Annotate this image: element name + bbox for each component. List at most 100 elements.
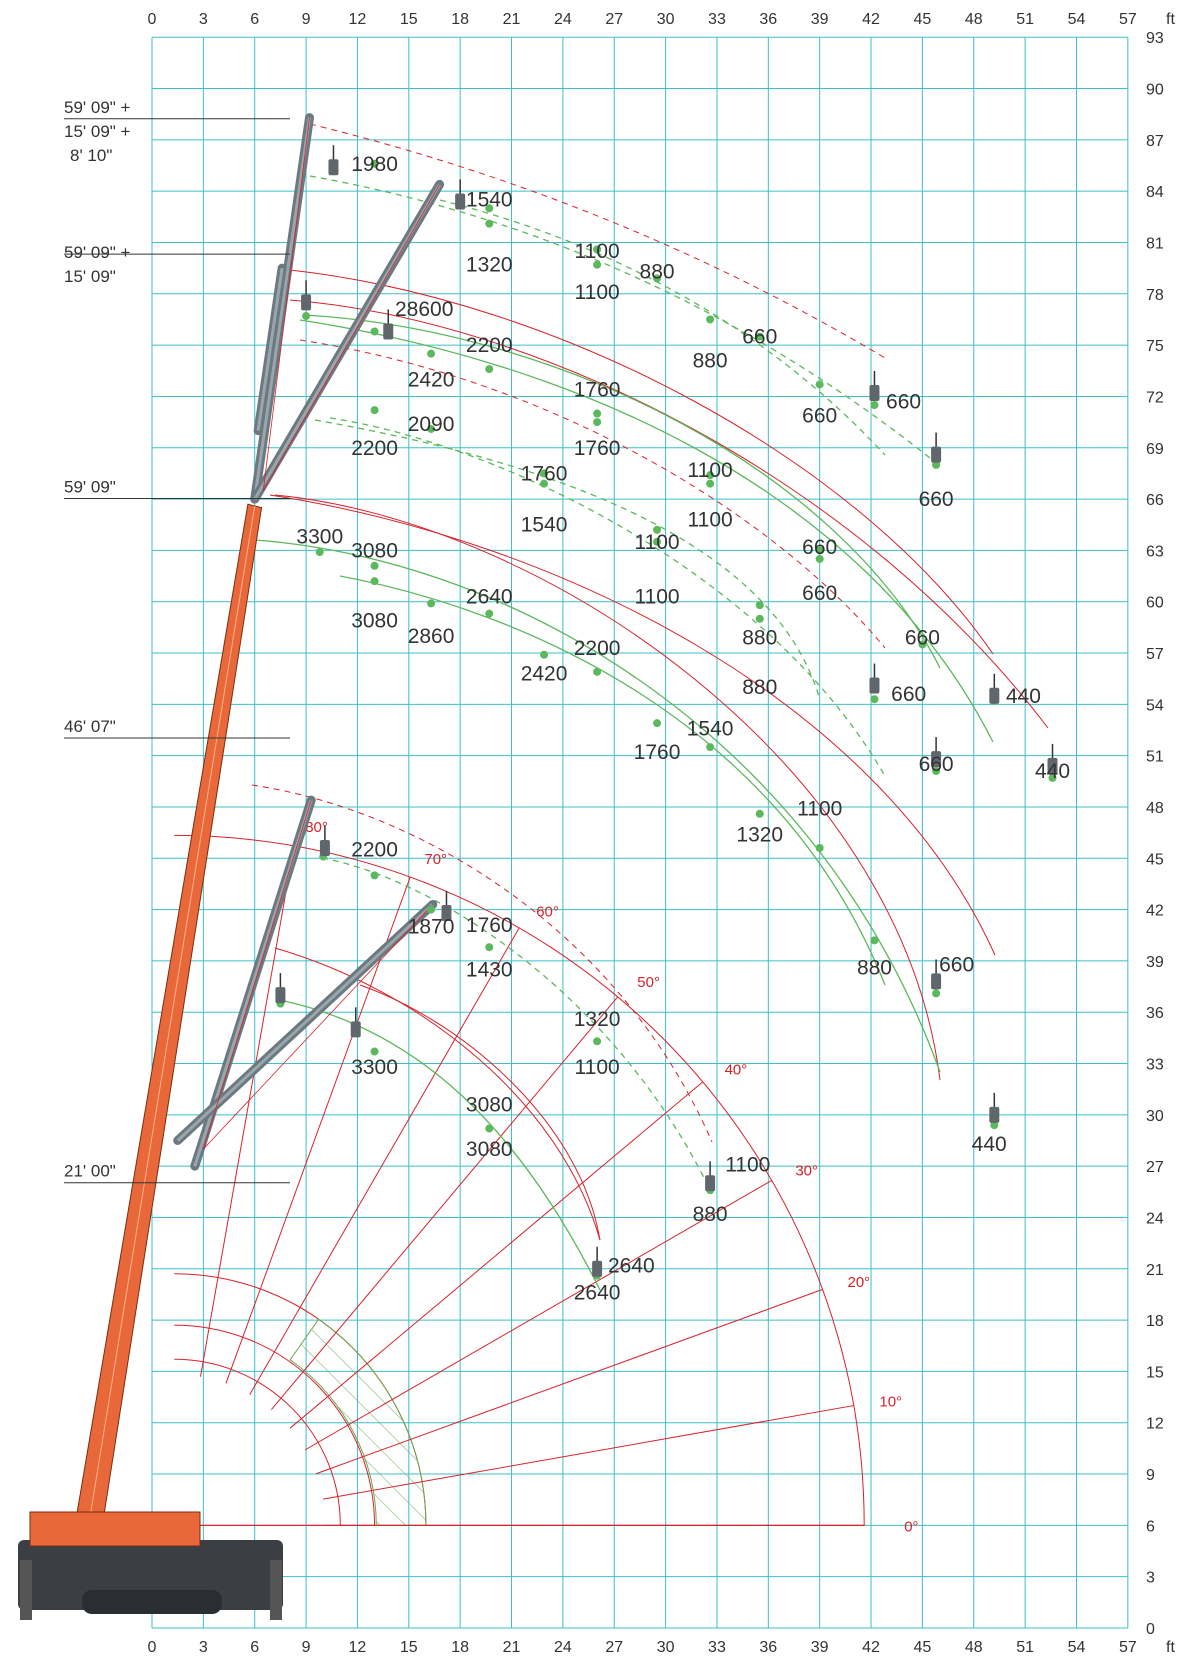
load-point: [315, 548, 324, 557]
load-point: [485, 609, 494, 618]
radius-limit-curve: [309, 123, 886, 359]
load-path-curve: [329, 417, 886, 777]
load-label: 440: [1035, 760, 1070, 783]
jib-section-highlight: [176, 903, 434, 1142]
load-label: 2640: [608, 1254, 655, 1277]
x-tick-label-top: 27: [605, 11, 623, 28]
hook-block: [989, 687, 1000, 704]
load-path-curve: [299, 319, 994, 743]
x-tick-label-bottom: 57: [1119, 1639, 1137, 1656]
radius-limit-curve: [359, 984, 601, 1241]
load-path-curve: [439, 199, 886, 456]
load-label: 440: [1006, 685, 1041, 708]
load-point: [370, 561, 379, 570]
load-path-curve: [254, 539, 941, 1073]
radius-limit-curve: [274, 494, 941, 1081]
load-label: 1540: [521, 514, 568, 537]
load-point: [485, 365, 494, 374]
load-label: 2420: [521, 663, 568, 686]
working-zone-hatch: [289, 1318, 427, 1526]
hook-block: [869, 677, 880, 694]
load-point: [990, 1121, 999, 1130]
load-point: [815, 380, 824, 389]
load-point: [653, 525, 662, 534]
grid: [151, 36, 1129, 1629]
y-tick-label: 63: [1146, 543, 1164, 560]
y-tick-label: 6: [1146, 1518, 1155, 1535]
load-label: 660: [919, 753, 954, 776]
load-label: 1540: [466, 189, 513, 212]
hook-block: [328, 159, 339, 176]
hook-blocks: [275, 145, 1058, 1277]
main-boom: [74, 503, 263, 1526]
load-label: 660: [939, 953, 974, 976]
load-path-curve: [304, 314, 941, 669]
load-label: 660: [919, 488, 954, 511]
load-label: 3300: [296, 526, 343, 549]
load-label: 2640: [574, 1282, 621, 1305]
load-labels: 1980154013201100110088066088066066066028…: [296, 153, 1070, 1305]
y-tick-label: 30: [1146, 1108, 1164, 1125]
x-tick-label-bottom: 54: [1068, 1639, 1086, 1656]
x-tick-label-top: 54: [1068, 11, 1086, 28]
x-tick-label-bottom: 36: [759, 1639, 777, 1656]
x-tick-label-bottom: 9: [302, 1639, 311, 1656]
x-tick-label-bottom: 51: [1016, 1639, 1034, 1656]
y-tick-label: 87: [1146, 133, 1164, 150]
load-label: 660: [905, 627, 940, 650]
x-tick-label-top: 42: [862, 11, 880, 28]
load-path-curve: [321, 857, 713, 1195]
hook-block: [301, 294, 312, 311]
load-label: 1980: [351, 153, 398, 176]
load-label: 2640: [466, 586, 513, 609]
angle-ray: [249, 927, 520, 1395]
load-point: [593, 409, 602, 418]
hook-block: [455, 193, 466, 210]
load-label: 660: [742, 326, 777, 349]
x-tick-label-bottom: 30: [657, 1639, 675, 1656]
angle-quadrant: 80°70°60°50°40°30°20°10°0°: [174, 819, 919, 1535]
y-tick-label: 72: [1146, 389, 1164, 406]
unit-label-top: ft: [1166, 11, 1175, 28]
load-label: 660: [886, 391, 921, 414]
load-label: 1430: [466, 958, 513, 981]
load-label: 880: [640, 261, 675, 284]
hook-block: [989, 1106, 1000, 1123]
x-tick-label-top: 39: [811, 11, 829, 28]
load-label: 1100: [575, 240, 620, 263]
load-point: [302, 312, 311, 321]
load-point: [485, 1124, 494, 1133]
load-label: 2200: [574, 637, 621, 660]
load-label: 880: [693, 350, 728, 373]
load-point: [932, 460, 941, 469]
load-point: [370, 406, 379, 415]
load-label: 2200: [351, 839, 398, 862]
load-path-curve: [339, 575, 886, 986]
jib-section-highlight: [256, 267, 284, 431]
x-tick-label-top: 12: [349, 11, 367, 28]
load-point: [706, 743, 715, 752]
load-point: [540, 479, 549, 488]
x-tick-label-top: 57: [1119, 11, 1137, 28]
y-tick-label: 21: [1146, 1262, 1164, 1279]
boom-length-label: 8' 10": [70, 146, 112, 165]
x-tick-label-bottom: 27: [605, 1639, 623, 1656]
load-point: [932, 767, 941, 776]
hook-block: [931, 973, 942, 990]
hook-block: [592, 1260, 603, 1277]
angle-label: 10°: [879, 1393, 902, 1410]
radius-limit-curve: [269, 494, 996, 956]
y-tick-label: 66: [1146, 492, 1164, 509]
load-point: [918, 640, 927, 649]
load-point: [370, 327, 379, 336]
jib-guide-line: [262, 184, 440, 491]
y-tick-label: 78: [1146, 287, 1164, 304]
load-label: 1100: [688, 509, 733, 532]
y-tick-label: 51: [1146, 749, 1164, 766]
boom-length-label: 59' 09": [64, 478, 116, 497]
load-point: [755, 601, 764, 610]
load-point: [540, 650, 549, 659]
load-label: 2200: [351, 437, 398, 460]
x-tick-label-top: 36: [759, 11, 777, 28]
load-label: 1320: [736, 823, 783, 846]
